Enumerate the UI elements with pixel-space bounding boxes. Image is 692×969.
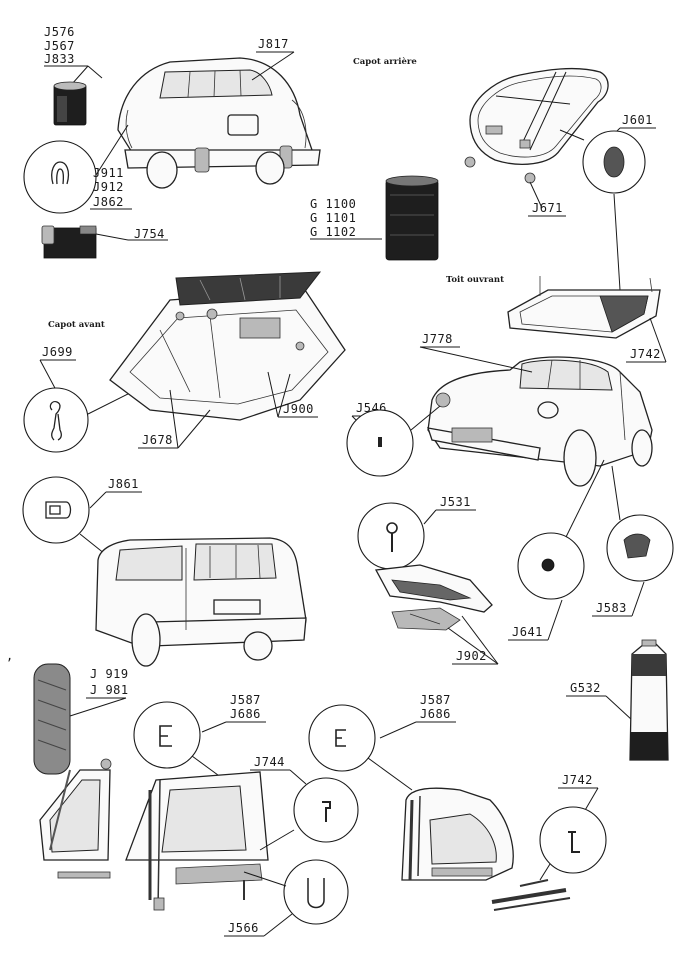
section-title-capot-arriere: Capot arrière (353, 56, 417, 67)
label-J686-left: J686 (230, 707, 261, 721)
seal-roll-J919 (33, 663, 71, 775)
front-hood-illustration (109, 271, 346, 421)
label-J900: J900 (283, 402, 314, 416)
label-J833: J833 (44, 52, 75, 66)
rear-sedan-illustration (117, 57, 321, 189)
label-J911: J911 (93, 166, 124, 180)
label-J742-top: J742 (630, 347, 661, 361)
label-J601: J601 (622, 113, 653, 127)
label-J583: J583 (596, 601, 627, 615)
label-J861: J861 (108, 477, 139, 491)
label-G1101: G 1101 (310, 211, 356, 225)
label-J912: J912 (93, 180, 124, 194)
detail-circle-J566 (283, 859, 349, 925)
label-J686-right: J686 (420, 707, 451, 721)
rear-trunk-lid-illustration (464, 67, 609, 184)
weatherstrip-roll-J754 (41, 225, 97, 259)
label-J754: J754 (134, 227, 165, 241)
adhesive-tube-G532 (629, 639, 669, 761)
front-door-window-frame-illustration (401, 787, 514, 881)
label-J641: J641 (512, 625, 543, 639)
detail-circle-clip-J911 (23, 140, 97, 214)
seal-profile-icon (335, 729, 346, 747)
label-G532: G532 (570, 681, 601, 695)
label-J576: J576 (44, 25, 75, 39)
front-wing-panel-illustration (374, 564, 493, 631)
seal-reel-G1100 (385, 175, 439, 261)
label-J862: J862 (93, 195, 124, 209)
detail-circle-J587-left (133, 701, 201, 769)
rubber-seal-roll-part (53, 81, 87, 126)
label-J778: J778 (422, 332, 453, 346)
label-J567: J567 (44, 39, 75, 53)
detail-circle-J861 (22, 476, 90, 544)
front-sedan-illustration (427, 356, 653, 487)
margin-mark: , (6, 649, 14, 663)
label-J678: J678 (142, 433, 173, 447)
label-J699: J699 (42, 345, 73, 359)
label-J587-right: J587 (420, 693, 451, 707)
quarter-vent-window-illustration (39, 758, 112, 879)
label-J531: J531 (440, 495, 471, 509)
label-J671: J671 (532, 201, 563, 215)
label-J587-left: J587 (230, 693, 261, 707)
label-J817: J817 (258, 37, 289, 51)
clip-icon (51, 161, 70, 185)
seal-profile-icon (45, 501, 72, 519)
label-G1100: G 1100 (310, 197, 356, 211)
seal-profile-icon (159, 725, 172, 747)
u-clip-icon (307, 878, 325, 909)
label-J566: J566 (228, 921, 259, 935)
station-wagon-illustration (95, 537, 307, 667)
clip-icon (49, 400, 62, 441)
label-J744: J744 (254, 755, 285, 769)
detail-circle-clip-J699 (23, 387, 89, 453)
section-title-toit-ouvrant: Toit ouvrant (446, 275, 504, 285)
seal-strips-illustration (491, 879, 571, 911)
label-G1102: G 1102 (310, 225, 356, 239)
label-J742-bottom: J742 (562, 773, 593, 787)
label-J902: J902 (456, 649, 487, 663)
rear-door-window-frame-illustration (125, 771, 269, 911)
sunroof-frame-illustration (507, 276, 661, 339)
section-title-capot-avant: Capot avant (48, 320, 105, 330)
label-J981: J 981 (90, 683, 129, 697)
label-J919: J 919 (90, 667, 129, 681)
